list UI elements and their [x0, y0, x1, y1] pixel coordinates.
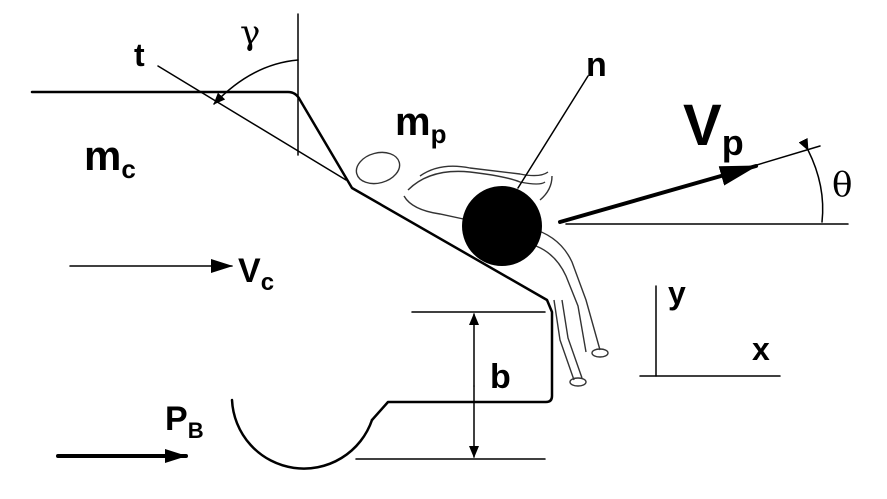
label-b: b [490, 358, 511, 396]
node-leader-line [517, 75, 589, 189]
pedestrian-leg-upper [529, 227, 601, 351]
label-theta: θ [832, 165, 852, 205]
pedestrian-torso [407, 170, 546, 191]
label-mp: mp [395, 100, 446, 149]
impact-node-n [462, 186, 542, 266]
vp-velocity-arrow [558, 164, 758, 224]
pedestrian-figure [355, 151, 609, 387]
label-vp: Vp [683, 93, 744, 163]
label-gamma: γ [240, 13, 260, 53]
theta-angle-arc [798, 137, 824, 223]
pedestrian-leg-upper-2 [535, 245, 587, 353]
label-mc: mc [84, 132, 136, 184]
car-hood-outline [30, 90, 554, 422]
label-y: y [668, 275, 686, 311]
label-n: n [586, 46, 607, 84]
pedestrian-foot [591, 348, 609, 358]
pedestrian-arm [419, 165, 549, 177]
pedestrian-leg-lower [553, 299, 575, 381]
label-pb: PB [165, 400, 204, 443]
pedestrian-head [355, 151, 401, 185]
pedestrian-shoulder [403, 195, 469, 221]
tangent-line-t [157, 65, 347, 181]
pedestrian-hip-detail [539, 175, 553, 201]
pedestrian-foot-2 [569, 377, 587, 387]
pedestrian-leg-lower-2 [561, 299, 583, 379]
label-t: t [134, 37, 145, 73]
gamma-angle-arc [213, 59, 299, 105]
label-vc: Vc [238, 252, 274, 296]
wheel-arch [230, 398, 374, 470]
label-x: x [752, 331, 770, 367]
